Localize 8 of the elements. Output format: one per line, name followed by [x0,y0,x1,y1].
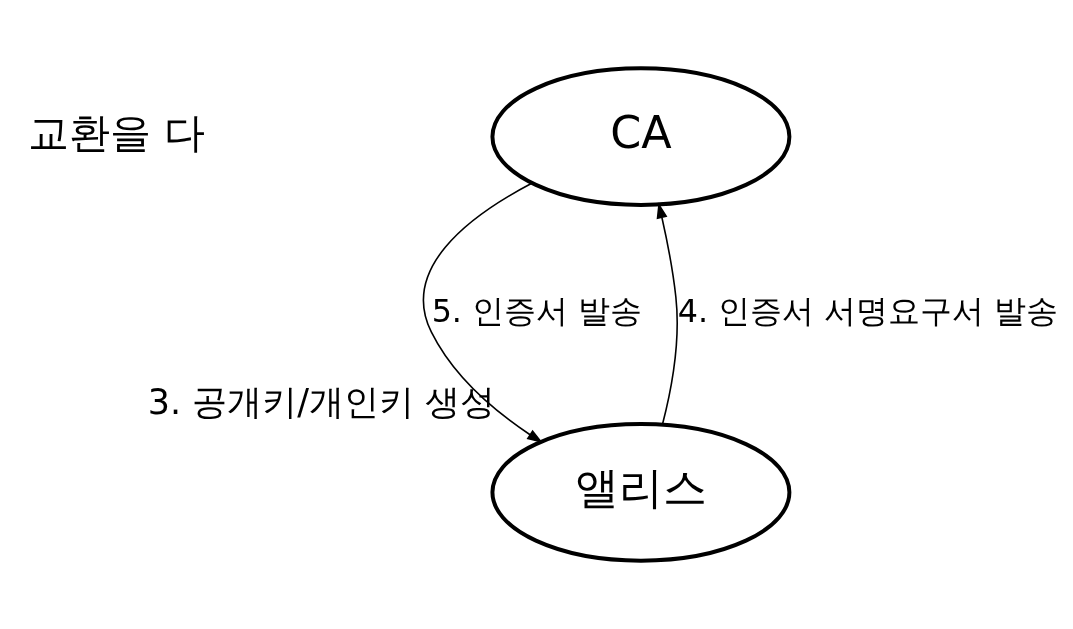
arrow [656,202,678,426]
edge-label: 4. 인증서 서명요구서 발송 [677,293,1059,330]
node-ellipse: 앨리스 [490,422,792,563]
node-label: 3. 공개키/개인키 생성 [147,381,496,422]
node-ellipse: CA [490,66,792,207]
edge-label: 5. 인증서 발송 [431,293,643,330]
label: 교환을 다 [28,108,206,157]
arrow [422,182,543,444]
